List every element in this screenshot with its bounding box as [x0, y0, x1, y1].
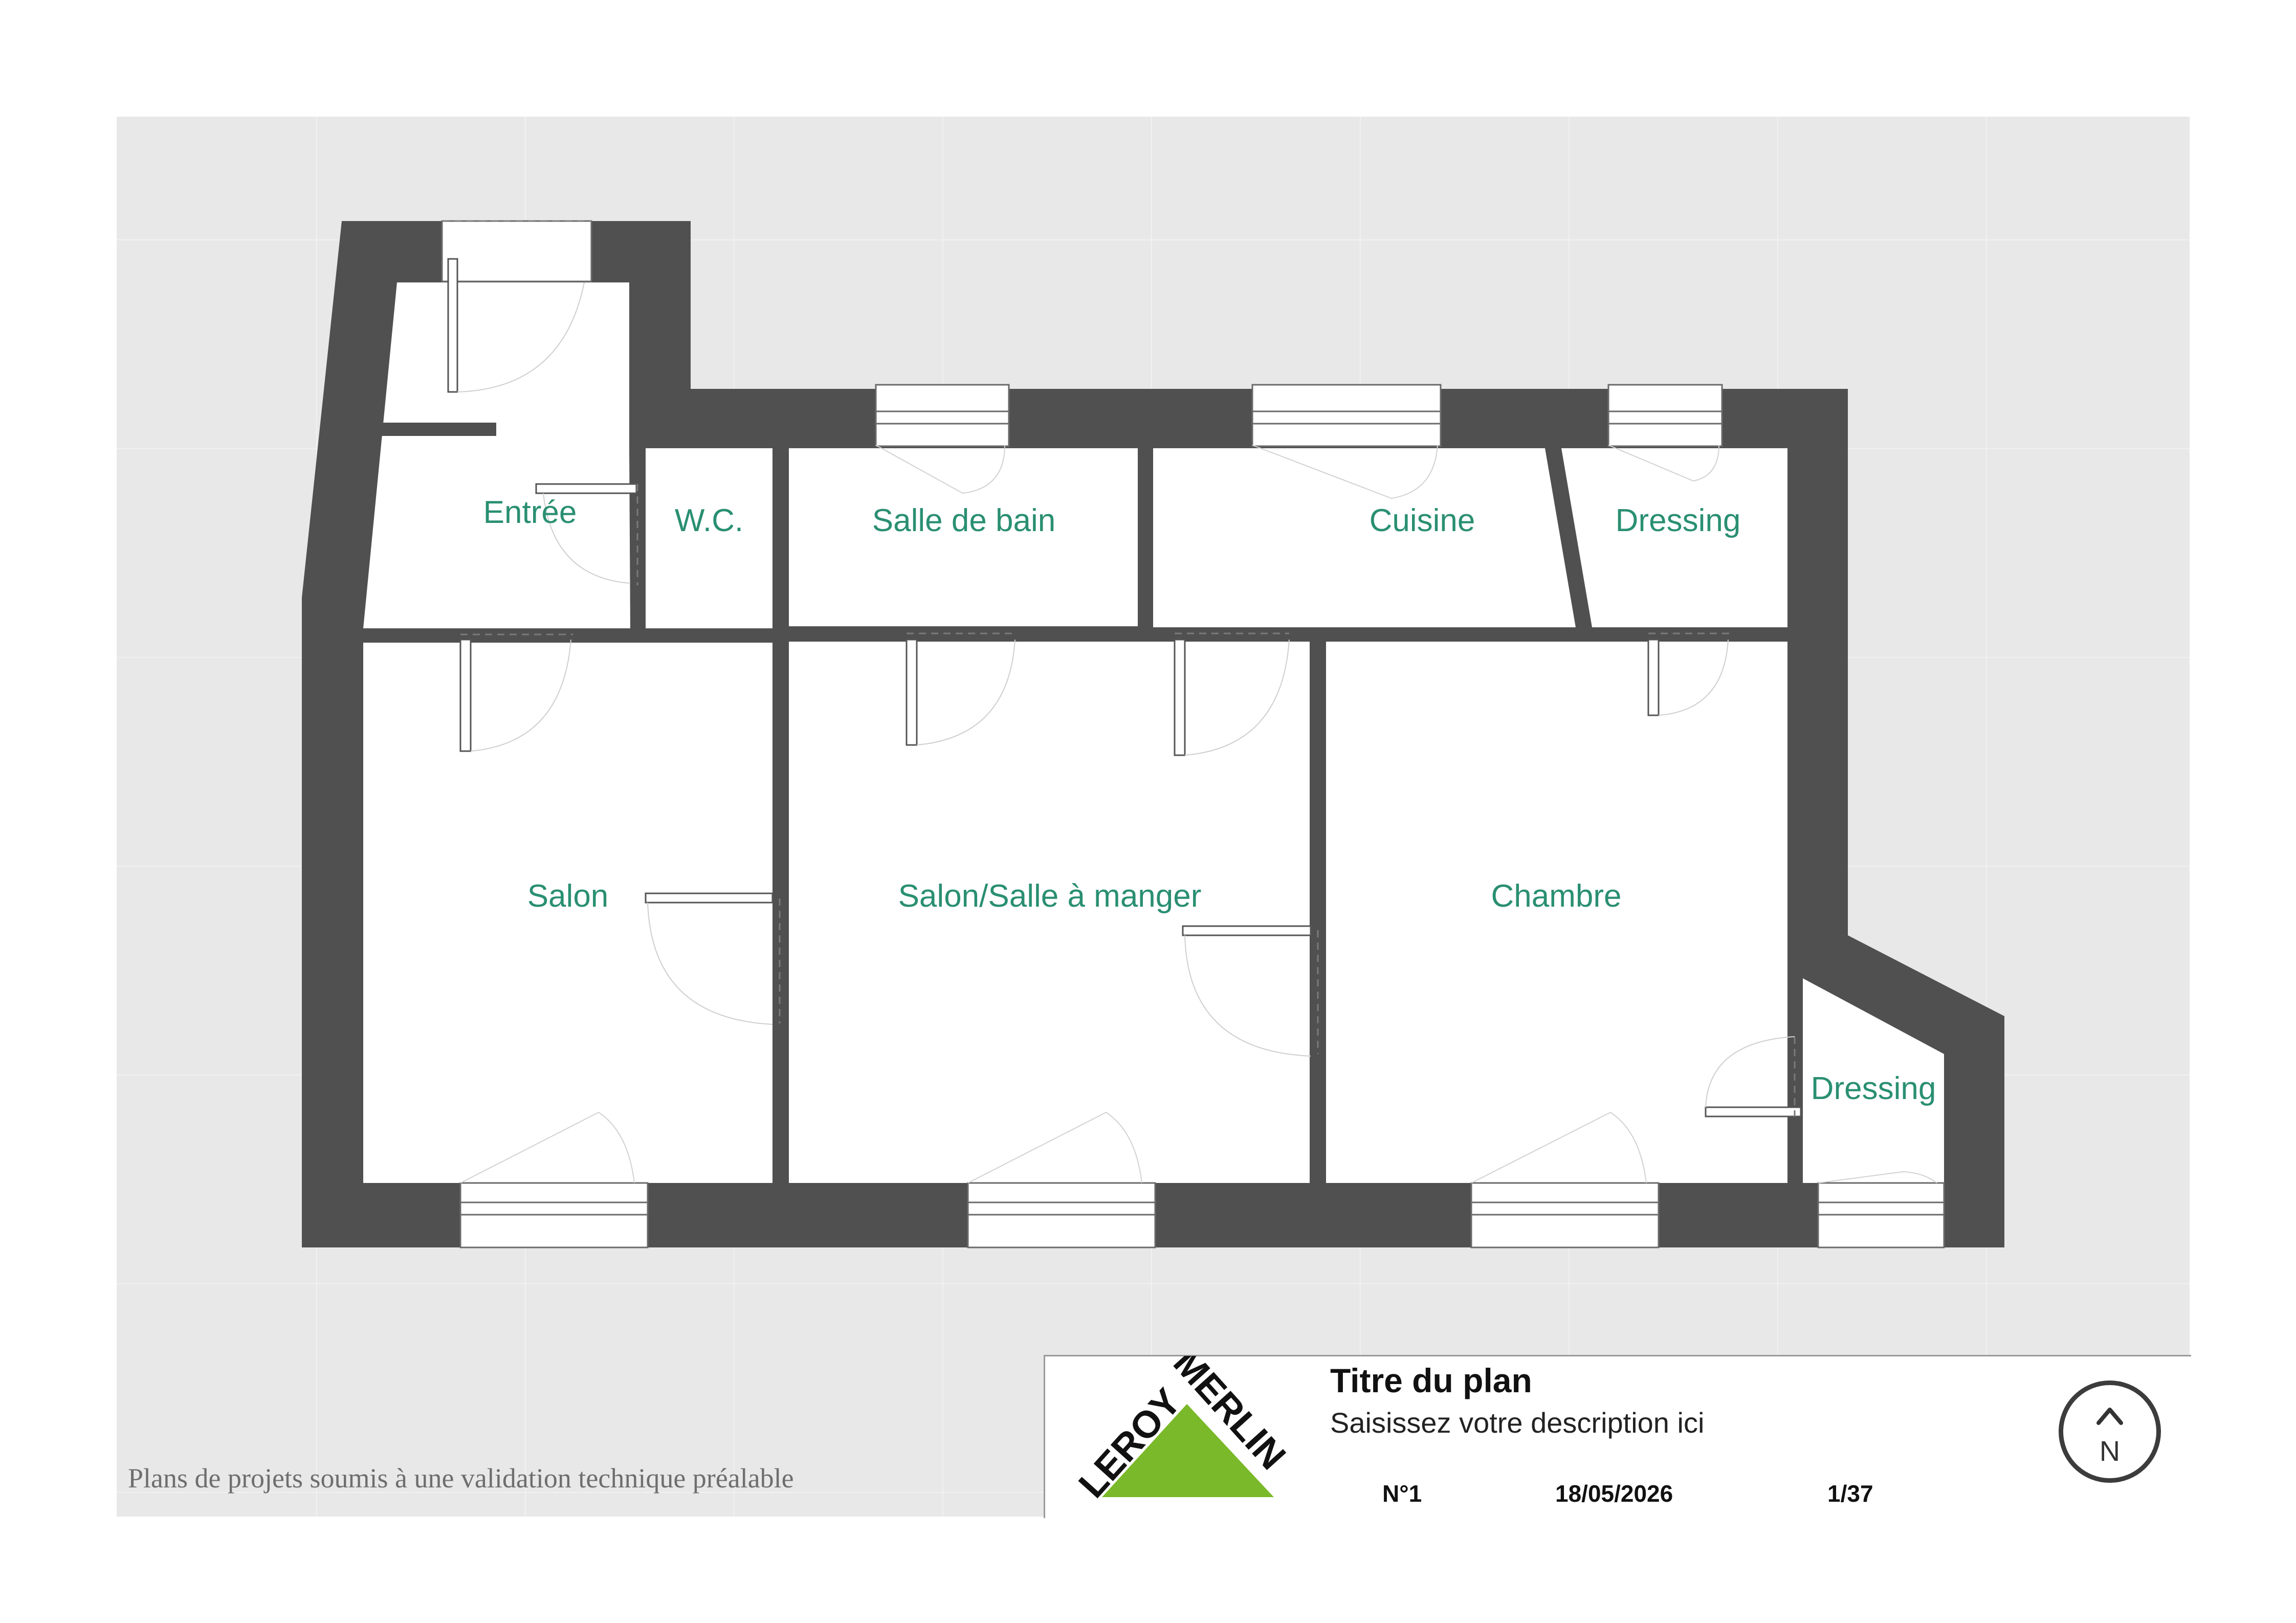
label-salon: Salon — [527, 879, 609, 914]
leroy-merlin-logo: LEROY MERLIN — [1070, 1356, 1294, 1506]
room-salle-de-bain — [789, 448, 1138, 626]
north-letter: N — [2099, 1435, 2121, 1467]
room-labels: Entrée W.C. Salle de bain Cuisine Dressi… — [483, 495, 1936, 1106]
label-salle-de-bain: Salle de bain — [872, 503, 1056, 538]
windows — [441, 220, 1945, 1248]
room-wc — [646, 448, 772, 628]
plan-date: 18/05/2026 — [1555, 1480, 1673, 1507]
plan-description[interactable]: Saisissez votre description ici — [1330, 1407, 1705, 1439]
plan-page: 1/37 — [1827, 1480, 1873, 1507]
room-dressing-top — [1561, 448, 1787, 627]
north-compass: N — [2059, 1380, 2161, 1483]
window-swings — [460, 445, 1937, 1183]
plan-number: N°1 — [1382, 1480, 1422, 1507]
label-cuisine: Cuisine — [1370, 503, 1475, 538]
label-chambre: Chambre — [1491, 879, 1622, 914]
label-dressing-top: Dressing — [1616, 503, 1741, 538]
label-entree: Entrée — [483, 495, 577, 530]
disclaimer-text: Plans de projets soumis à une validation… — [128, 1463, 794, 1494]
doors — [442, 220, 1802, 1117]
label-dressing-right: Dressing — [1811, 1071, 1936, 1106]
room-chambre — [1326, 642, 1787, 1183]
room-salon — [363, 643, 772, 1183]
room-floors — [363, 282, 1944, 1183]
interior-partitions — [382, 423, 496, 436]
label-salon-salle-a-manger: Salon/Salle à manger — [898, 879, 1202, 914]
logo-triangle — [1102, 1404, 1274, 1497]
plan-title[interactable]: Titre du plan — [1330, 1362, 1532, 1399]
room-salon-salle-a-manger — [789, 642, 1310, 1183]
room-entree — [363, 282, 630, 628]
chevron-up-icon — [2096, 1408, 2123, 1425]
room-cuisine — [1153, 448, 1576, 627]
room-dressing-right — [1803, 978, 1944, 1183]
label-wc: W.C. — [675, 503, 743, 538]
